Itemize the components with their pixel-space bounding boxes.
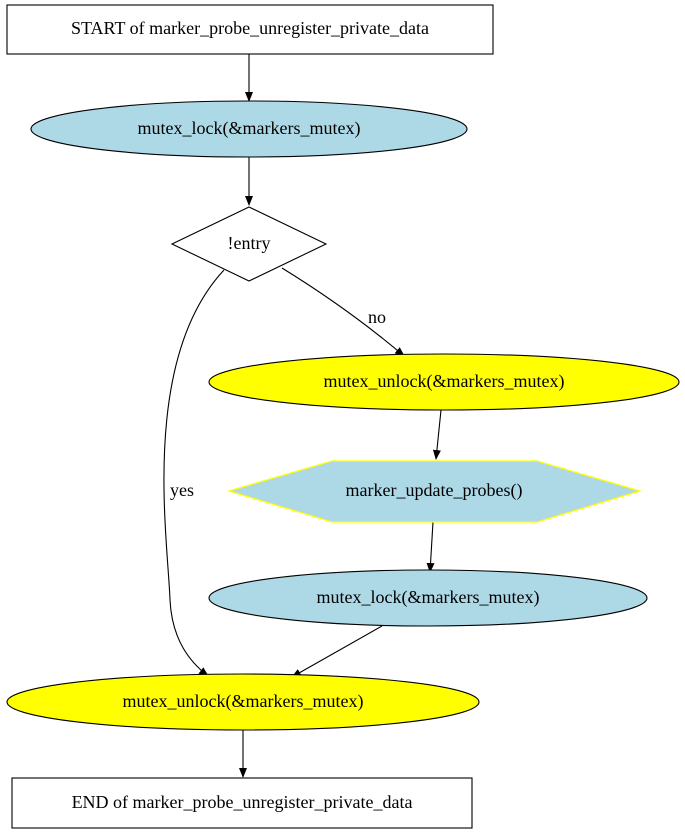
start-box bbox=[6, 4, 494, 55]
mutex-unlock-ellipse-1 bbox=[208, 353, 680, 411]
edge-unlock-to-update bbox=[432, 409, 442, 460]
mutex-unlock-ellipse-2 bbox=[6, 673, 480, 731]
edge-label-yes: yes bbox=[170, 480, 194, 500]
mutex-lock-ellipse-2 bbox=[208, 569, 648, 627]
edge-decision-yes bbox=[163, 269, 225, 677]
mutex-lock-node-1: mutex_lock(&markers_mutex) bbox=[30, 100, 468, 158]
start-label: START of marker_probe_unregister_private… bbox=[71, 18, 429, 38]
marker-update-probes-hexagon bbox=[226, 460, 643, 523]
entry-decision-diamond bbox=[170, 206, 328, 282]
end-box bbox=[11, 777, 473, 829]
edge-label-no: no bbox=[368, 307, 386, 327]
entry-decision-label: !entry bbox=[228, 233, 271, 253]
end-node: END of marker_probe_unregister_private_d… bbox=[11, 777, 473, 829]
mutex-lock-ellipse-1 bbox=[30, 100, 468, 158]
start-node: START of marker_probe_unregister_private… bbox=[6, 4, 494, 55]
edge-lock2-to-unlock2 bbox=[291, 625, 383, 678]
mutex-unlock-node-2: mutex_unlock(&markers_mutex) bbox=[6, 673, 480, 731]
marker-update-probes-node: marker_update_probes() bbox=[226, 460, 643, 523]
mutex-unlock-label-1: mutex_unlock(&markers_mutex) bbox=[324, 371, 565, 392]
edge-update-to-lock2 bbox=[426, 521, 435, 573]
mutex-lock-label-1: mutex_lock(&markers_mutex) bbox=[138, 118, 361, 139]
mutex-unlock-label-2: mutex_unlock(&markers_mutex) bbox=[123, 691, 364, 712]
mutex-lock-node-2: mutex_lock(&markers_mutex) bbox=[208, 569, 648, 627]
mutex-lock-label-2: mutex_lock(&markers_mutex) bbox=[317, 587, 540, 608]
entry-decision-node: !entry bbox=[170, 206, 328, 282]
edge-decision-no bbox=[281, 267, 405, 357]
marker-update-probes-label: marker_update_probes() bbox=[346, 480, 523, 501]
mutex-unlock-node-1: mutex_unlock(&markers_mutex) bbox=[208, 353, 680, 411]
end-label: END of marker_probe_unregister_private_d… bbox=[72, 792, 413, 812]
